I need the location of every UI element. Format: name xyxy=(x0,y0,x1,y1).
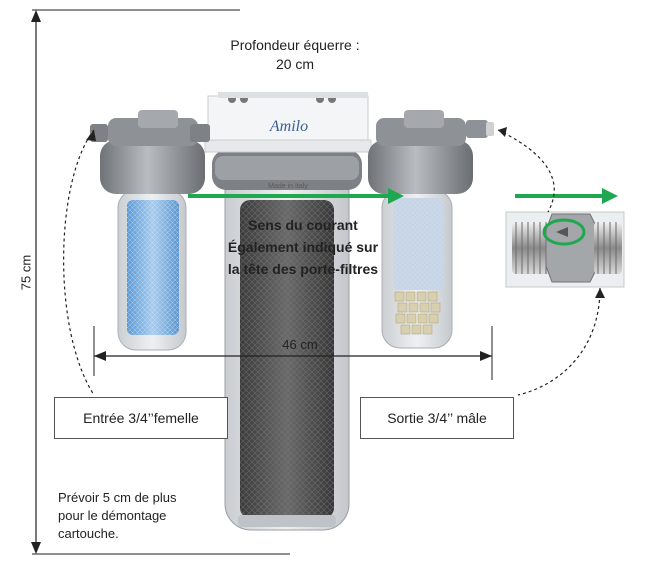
fitting-image xyxy=(505,211,625,288)
center-housing xyxy=(212,149,362,531)
height-dimension-arrow xyxy=(31,10,41,554)
flow-note-line1: Sens du courant xyxy=(248,217,358,233)
removal-note-line3: cartouche. xyxy=(58,526,119,541)
width-label: 46 cm xyxy=(282,337,318,352)
removal-note: Prévoir 5 cm de plus pour le démontage c… xyxy=(58,489,238,543)
height-label: 75 cm xyxy=(18,254,34,291)
depth-note: Profondeur équerre : 20 cm xyxy=(190,36,400,74)
removal-note-line2: pour le démontage xyxy=(58,508,167,523)
removal-note-line1: Prévoir 5 cm de plus xyxy=(58,490,177,505)
inlet-label-box: Entrée 3/4’’femelle xyxy=(54,397,228,439)
flow-note-line3: la tête des porte-filtres xyxy=(227,261,379,277)
width-dimension-arrow xyxy=(93,326,493,380)
arrow-marking-highlight xyxy=(542,218,586,246)
right-housing xyxy=(368,110,494,349)
housing-marking: Made in Italy xyxy=(268,183,308,190)
ceramic-beads xyxy=(394,291,441,335)
outlet-leader-line xyxy=(517,287,601,396)
flow-arrow-main xyxy=(188,188,404,204)
fitting-leader-line xyxy=(497,129,555,213)
left-housing xyxy=(90,110,210,351)
inlet-leader-line xyxy=(63,129,95,396)
flow-note-line2: Également indiqué sur xyxy=(227,239,379,255)
flow-note: Sens du courant Également indiqué sur la… xyxy=(198,214,408,280)
center-head xyxy=(204,92,372,153)
outlet-label-box: Sortie 3/4’’ mâle xyxy=(360,397,514,439)
depth-note-line1: Profondeur équerre : xyxy=(230,37,360,53)
depth-note-line2: 20 cm xyxy=(275,56,315,72)
flow-arrow-fitting xyxy=(515,188,618,204)
flow-marking-icon xyxy=(556,227,568,237)
outlet-label: Sortie 3/4’’ mâle xyxy=(387,410,487,426)
brand-logo: Amilo xyxy=(269,118,308,135)
inlet-label: Entrée 3/4’’femelle xyxy=(83,410,199,426)
